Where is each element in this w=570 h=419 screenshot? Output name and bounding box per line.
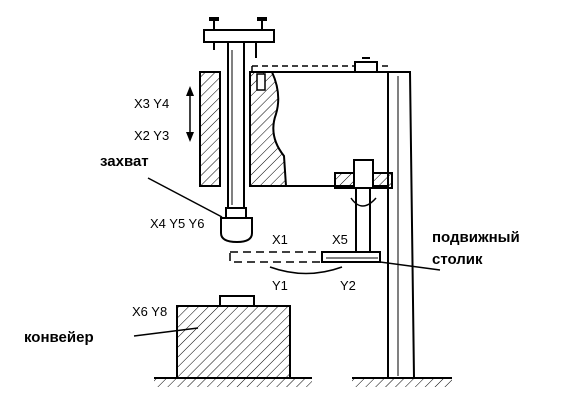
gripper-head bbox=[220, 207, 253, 244]
signal-x6-y8: X6 Y8 bbox=[132, 304, 167, 319]
support-column bbox=[387, 71, 416, 379]
table-shaft bbox=[355, 188, 371, 252]
signal-x1: X1 bbox=[272, 232, 288, 247]
signal-x4-y5-y6: X4 Y5 Y6 bbox=[150, 216, 204, 231]
column-top-block bbox=[354, 61, 378, 73]
gripper-leader-line bbox=[147, 177, 223, 218]
signal-x5: X5 bbox=[332, 232, 348, 247]
signal-x2-y3: X2 Y3 bbox=[134, 128, 169, 143]
left-guide-block bbox=[199, 71, 221, 187]
signal-x3-y4: X3 Y4 bbox=[134, 96, 169, 111]
ground-column bbox=[352, 377, 452, 387]
signal-y2: Y2 bbox=[340, 278, 356, 293]
rotation-arc bbox=[269, 266, 343, 275]
movable-table bbox=[321, 251, 381, 263]
label-movable-table-line1: подвижный bbox=[432, 229, 520, 246]
signal-y1: Y1 bbox=[272, 278, 288, 293]
rod-top-cap bbox=[203, 17, 275, 58]
ground-conveyor bbox=[154, 377, 312, 387]
rotary-joint bbox=[334, 159, 393, 207]
motion-arrows bbox=[186, 86, 194, 142]
main-body-hatched bbox=[249, 71, 288, 187]
label-conveyor: конвейер bbox=[24, 329, 94, 346]
conveyor-leader-line bbox=[133, 327, 199, 337]
table-alt-position bbox=[229, 251, 323, 263]
label-movable-table-line2: столик bbox=[432, 251, 483, 268]
conveyor-box bbox=[176, 295, 291, 379]
label-gripper: захват bbox=[100, 153, 149, 170]
vertical-rod bbox=[227, 41, 245, 211]
table-leader-line bbox=[379, 261, 441, 271]
